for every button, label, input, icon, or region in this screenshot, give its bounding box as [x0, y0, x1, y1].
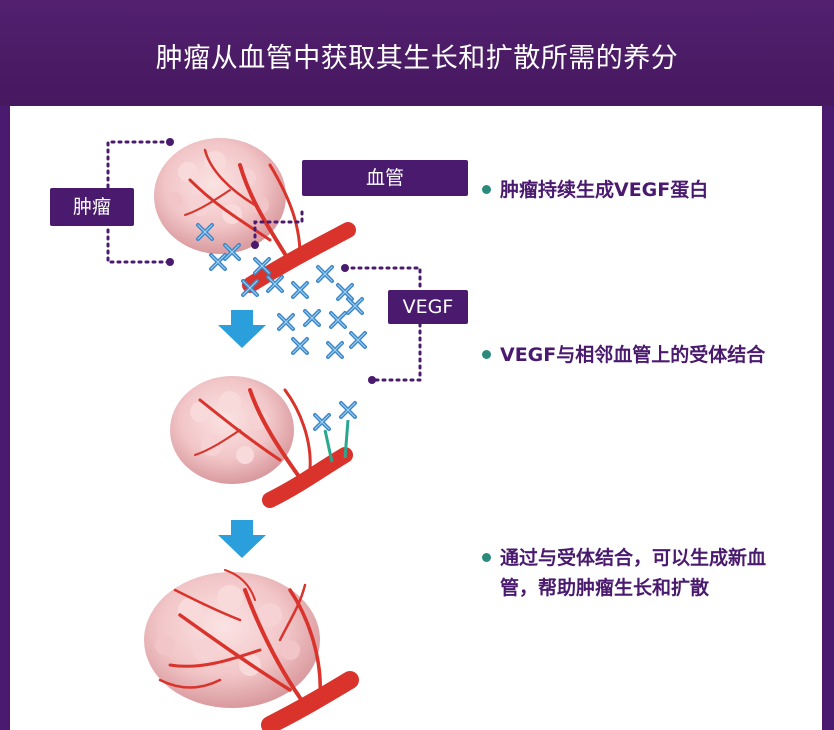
bullet-dot	[482, 553, 491, 562]
label-vessel: 血管	[302, 160, 468, 196]
bullet-dot	[482, 185, 491, 194]
label-vegf: VEGF	[388, 290, 468, 324]
blood-vessel-stage-2	[194, 388, 353, 508]
header-bar: 肿瘤从血管中获取其生长和扩散所需的养分	[0, 0, 834, 106]
label-tumor: 肿瘤	[50, 188, 134, 226]
bullet-dot	[482, 350, 491, 359]
content-panel	[10, 106, 822, 730]
bullet-2: VEGF与相邻血管上的受体结合	[482, 340, 780, 370]
label-vessel-text: 血管	[365, 167, 404, 189]
bullet-text: 通过与受体结合，可以生成新血管，帮助肿瘤生长和扩散	[500, 547, 767, 599]
blood-vessel-stage-1	[184, 148, 356, 293]
bullet-1: 肿瘤持续生成VEGF蛋白	[482, 175, 800, 205]
tumor-stage-3	[144, 572, 320, 708]
arrow-down-2	[218, 520, 266, 558]
bullet-3: 通过与受体结合，可以生成新血管，帮助肿瘤生长和扩散	[482, 543, 790, 603]
label-vegf-text: VEGF	[402, 296, 454, 318]
bullet-text: VEGF与相邻血管上的受体结合	[500, 344, 766, 366]
tumor-stage-2	[170, 376, 294, 484]
arrow-down-1	[218, 310, 266, 348]
label-tumor-text: 肿瘤	[72, 196, 111, 218]
page-title: 肿瘤从血管中获取其生长和扩散所需的养分	[155, 43, 679, 74]
blood-vessel-stage-3	[158, 569, 359, 730]
leader-lines	[106, 140, 422, 382]
bullet-text: 肿瘤持续生成VEGF蛋白	[500, 179, 709, 201]
vegf-receptors	[313, 401, 357, 463]
leader-dots	[166, 138, 376, 384]
